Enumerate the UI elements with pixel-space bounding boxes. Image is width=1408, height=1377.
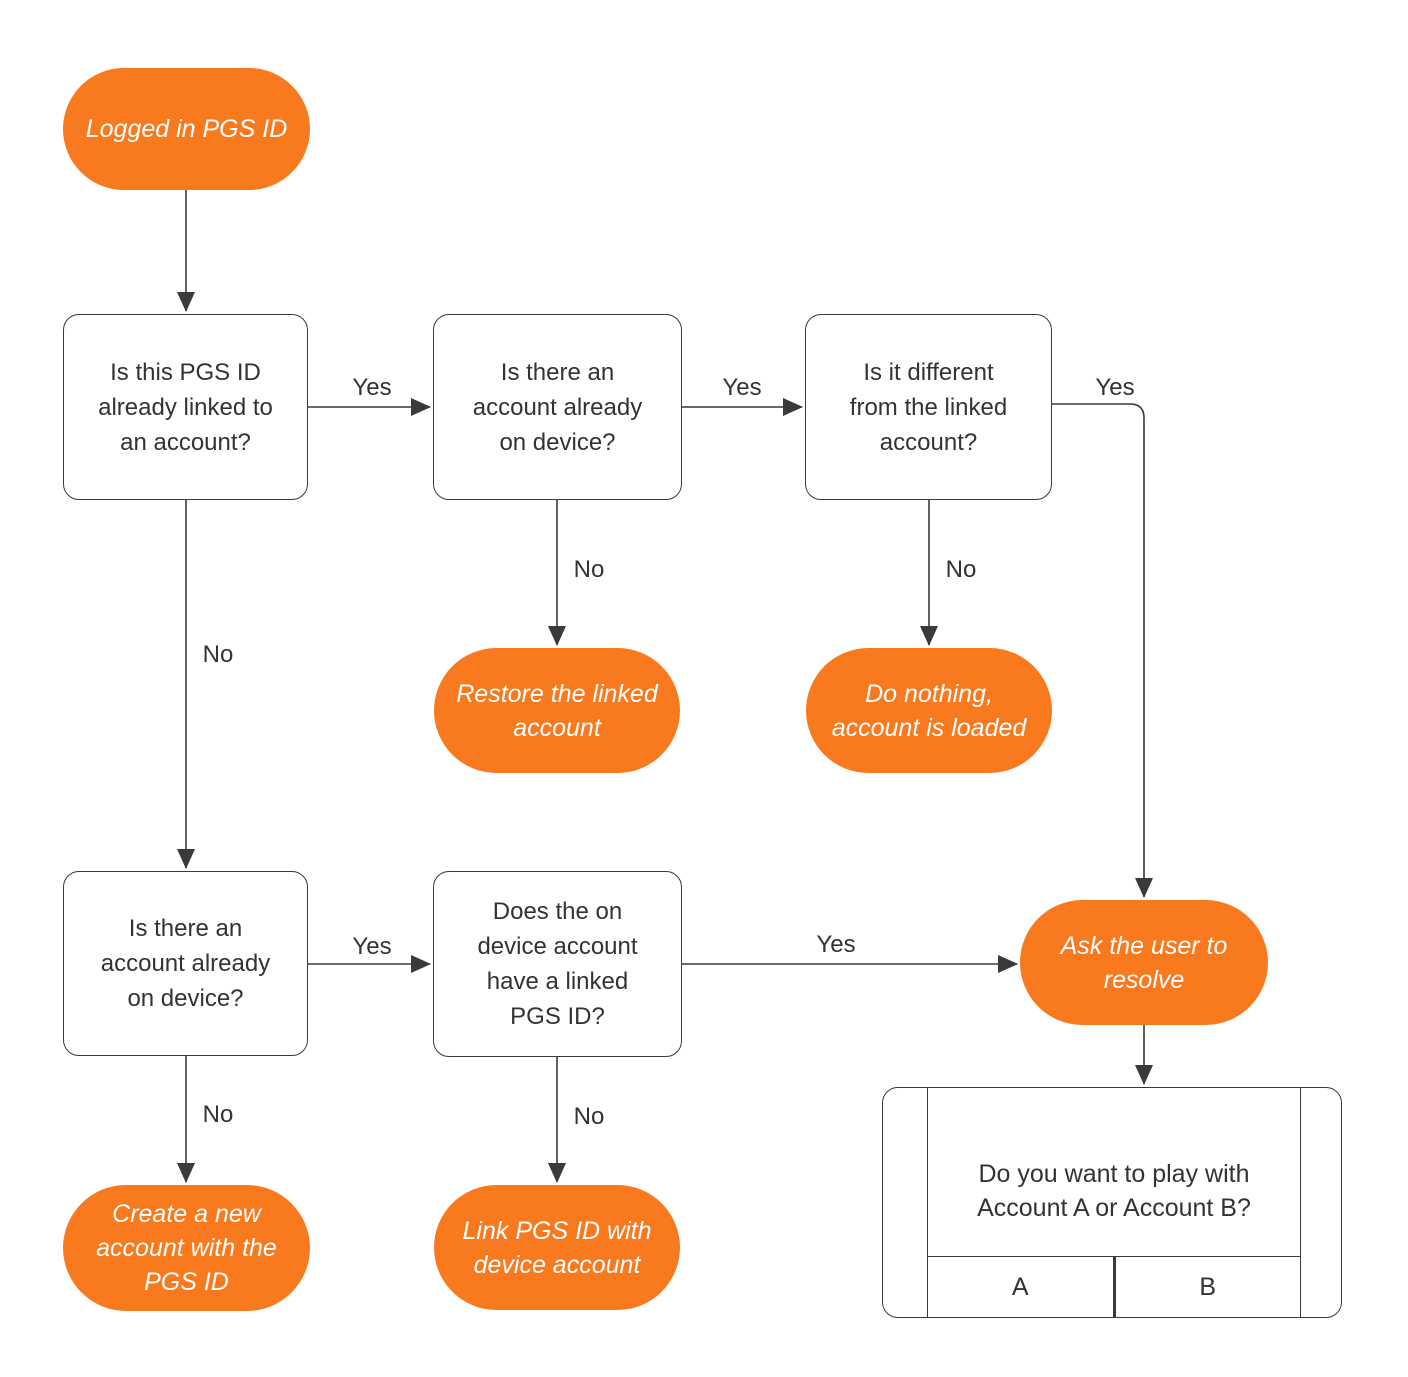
node-start-logged-in-pgs-id: Logged in PGS ID: [63, 68, 310, 190]
edge-label-device1-yes: Yes: [722, 374, 762, 401]
dialog-button-row: A B: [928, 1256, 1300, 1318]
dialog-button-account-b[interactable]: B: [1112, 1257, 1301, 1318]
edge-different-yes: [1052, 403, 1153, 898]
edge-label-device1-no: No: [573, 556, 605, 583]
dialog-button-account-a[interactable]: A: [1011, 1273, 1029, 1301]
edge-label-has-pgs-yes: Yes: [816, 931, 856, 958]
edge-label-linked-yes: Yes: [352, 374, 392, 401]
edge-label-device2-no: No: [202, 1101, 234, 1128]
edge-label-device2-yes: Yes: [352, 933, 392, 960]
edge-label-has-pgs-no: No: [573, 1103, 605, 1130]
node-do-nothing-account-loaded: Do nothing,account is loaded: [806, 648, 1052, 773]
edge-label-different-no: No: [945, 556, 977, 583]
edge-label-linked-no: No: [202, 641, 234, 668]
edge-label-different-yes: Yes: [1095, 374, 1135, 401]
